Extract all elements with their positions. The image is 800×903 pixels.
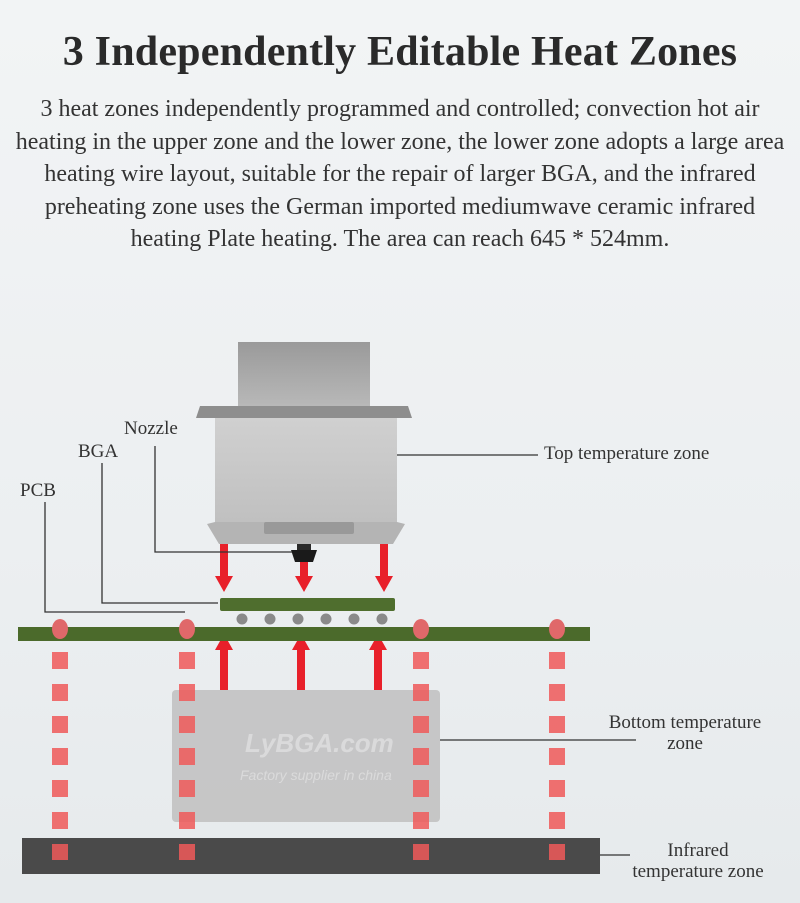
pcb-board xyxy=(18,627,590,641)
down-arrow xyxy=(295,562,313,592)
top-heater-vent xyxy=(264,522,354,534)
up-arrow xyxy=(369,634,387,690)
infrared-heat-columns xyxy=(52,652,565,860)
top-heater-body xyxy=(215,418,397,522)
infrared-zone-label-line2: temperature zone xyxy=(632,861,764,882)
bottom-heater xyxy=(172,690,440,822)
pcb-leader xyxy=(44,502,185,613)
watermark-brand: LyBGA.com xyxy=(245,728,394,758)
bga-leader xyxy=(101,463,218,604)
watermark-tagline: Factory supplier in china xyxy=(240,767,392,783)
down-arrow xyxy=(215,544,233,592)
nozzle-label: Nozzle xyxy=(124,418,178,439)
bottom-zone-label: Bottom temperature zone xyxy=(582,712,788,754)
bottom-zone-label-line2: zone xyxy=(667,733,703,754)
up-arrow xyxy=(215,634,233,690)
bga-chip xyxy=(220,598,395,611)
infrared-zone-label: Infrared temperature zone xyxy=(600,840,796,882)
pcb-heat-spots xyxy=(52,619,565,639)
top-heat-arrows xyxy=(215,544,393,592)
bottom-zone-label-line1: Bottom temperature xyxy=(608,712,762,733)
page-title: 3 Independently Editable Heat Zones xyxy=(62,29,738,75)
nozzle xyxy=(297,544,311,550)
bga-label: BGA xyxy=(78,441,119,462)
top-heater-cap xyxy=(238,342,370,406)
down-arrow xyxy=(375,544,393,592)
description-text: 3 heat zones independently programmed an… xyxy=(15,96,785,252)
watermark: LyBGA.com Factory supplier in china xyxy=(240,728,394,783)
up-arrow xyxy=(292,634,310,690)
top-heater xyxy=(196,342,412,562)
pcb-label: PCB xyxy=(20,480,56,501)
bga-solder-balls xyxy=(236,613,388,625)
leader-lines xyxy=(44,446,636,856)
top-heater-flange xyxy=(196,406,412,418)
infrared-zone-label-line1: Infrared xyxy=(667,840,729,861)
nozzle-tip xyxy=(291,550,317,562)
bottom-heat-arrows xyxy=(215,634,387,690)
infrared-plate xyxy=(22,838,600,874)
top-zone-label: Top temperature zone xyxy=(544,443,710,464)
nozzle-leader xyxy=(154,446,292,553)
